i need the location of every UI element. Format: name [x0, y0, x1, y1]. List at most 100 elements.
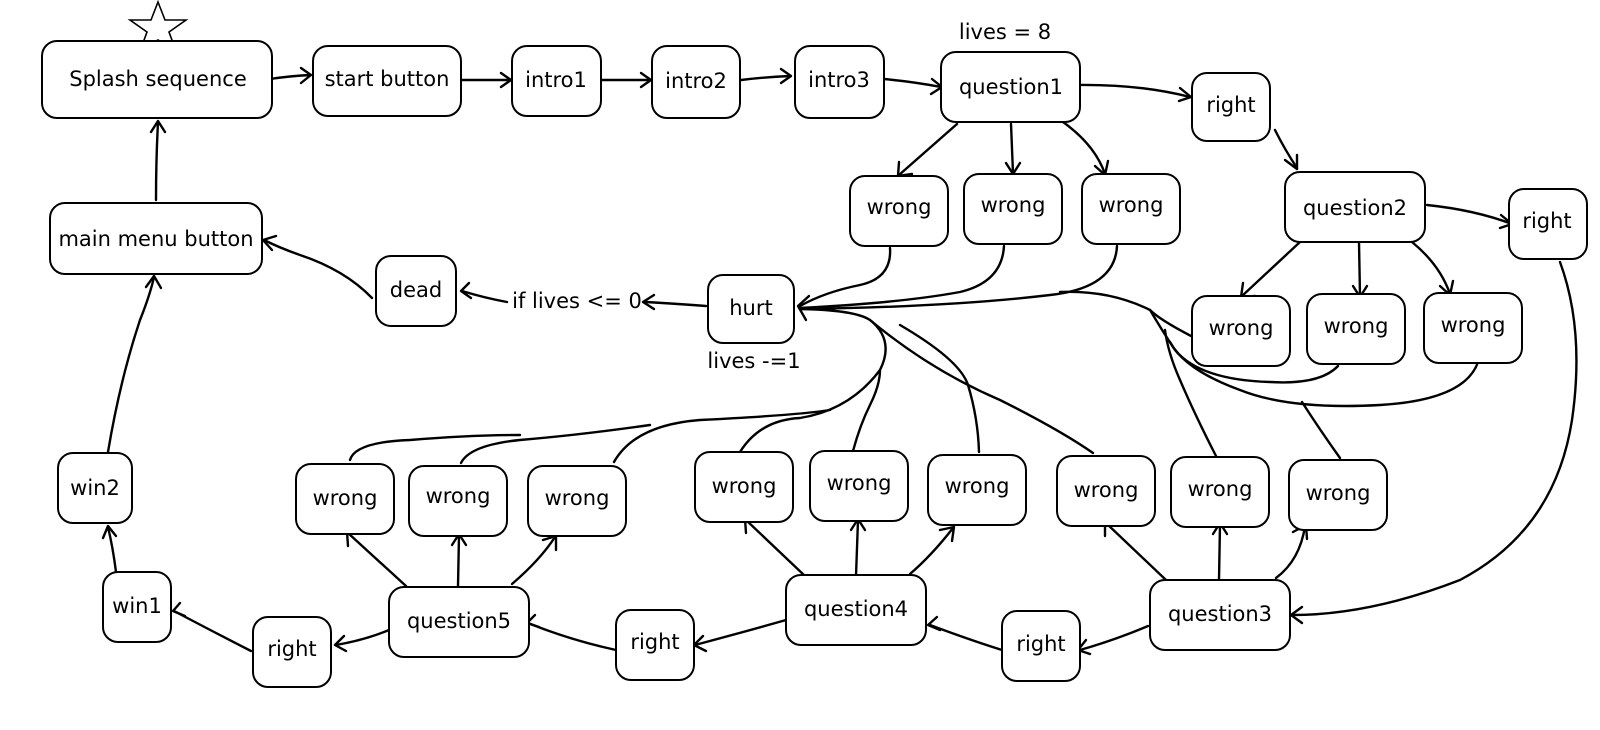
node-label: intro3 [808, 68, 870, 92]
node-label: intro1 [525, 68, 587, 92]
node-right-4[interactable]: right [615, 609, 695, 681]
node-dead[interactable]: dead [375, 255, 457, 327]
node-right-1[interactable]: right [1191, 72, 1271, 142]
edge-dead-mainmenu [262, 238, 374, 300]
node-q3-wrong-c[interactable]: wrong [1288, 459, 1388, 531]
node-label: win2 [70, 476, 120, 500]
edge-win2-mainmenu [106, 275, 156, 454]
node-q2-wrong-b[interactable]: wrong [1306, 293, 1406, 365]
edge-question1-wrong-a [897, 122, 959, 177]
node-label: right [1206, 93, 1255, 117]
arrowhead [938, 525, 956, 543]
node-label: wrong [1306, 481, 1371, 505]
node-intro1[interactable]: intro1 [511, 45, 602, 117]
node-q5-wrong-a[interactable]: wrong [295, 463, 395, 535]
node-q2-wrong-a[interactable]: wrong [1191, 295, 1291, 367]
node-label: wrong [867, 195, 932, 219]
edge-mainmenu-splash [154, 120, 160, 202]
node-q5-wrong-b[interactable]: wrong [408, 465, 508, 537]
edge-splash-start [268, 73, 312, 81]
node-label: question4 [804, 597, 908, 621]
arrowhead [333, 634, 348, 653]
edge-wrong-to-hurt [459, 423, 652, 465]
node-label: question3 [1168, 602, 1272, 626]
node-splash-sequence[interactable]: Splash sequence [41, 40, 273, 119]
edge-wrong-to-hurt [612, 408, 832, 464]
node-label: Splash sequence [69, 67, 247, 91]
arrowhead [144, 274, 163, 290]
node-q5-wrong-c[interactable]: wrong [527, 465, 627, 537]
node-label: wrong [1441, 313, 1506, 337]
node-question5[interactable]: question5 [388, 586, 530, 658]
node-label: wrong [313, 486, 378, 510]
edge-wrong-to-hurt [1300, 400, 1342, 460]
edge-question3-right [1078, 624, 1150, 652]
edge-wrong-to-hurt [1168, 340, 1480, 408]
node-q4-wrong-b[interactable]: wrong [809, 450, 909, 522]
arrowhead [149, 119, 167, 134]
node-label: wrong [1209, 316, 1274, 340]
node-right-2[interactable]: right [1508, 188, 1588, 260]
node-label: wrong [1074, 478, 1139, 502]
edge-question5-wrong-b [456, 533, 461, 588]
node-right-5[interactable]: right [252, 616, 332, 688]
edge-right-question5 [526, 621, 618, 652]
node-main-menu-button[interactable]: main menu button [49, 202, 263, 275]
edge-question2-wrong-b [1357, 240, 1362, 298]
node-q3-wrong-b[interactable]: wrong [1170, 456, 1270, 528]
arrowhead [779, 67, 793, 85]
node-intro3[interactable]: intro3 [794, 45, 885, 119]
node-hurt[interactable]: hurt [707, 274, 795, 344]
edge-question5-right [334, 628, 391, 647]
node-label: wrong [945, 474, 1010, 498]
node-q4-wrong-a[interactable]: wrong [694, 451, 794, 523]
edge-right-question4 [928, 623, 1004, 652]
node-label: wrong [827, 471, 892, 495]
edge-wrong-to-hurt [1058, 290, 1195, 339]
arrowhead [101, 524, 118, 540]
node-win1[interactable]: win1 [102, 571, 172, 643]
node-question2[interactable]: question2 [1284, 171, 1426, 243]
node-label: question5 [407, 609, 511, 633]
edge-question3-wrong-a [1104, 521, 1168, 582]
node-label: right [630, 630, 679, 654]
edge-hurt-condition [644, 300, 708, 308]
node-label: right [267, 637, 316, 661]
edge-intro2-intro3 [739, 74, 792, 82]
node-label: intro2 [665, 69, 727, 93]
node-label: right [1016, 632, 1065, 656]
node-q2-wrong-c[interactable]: wrong [1423, 292, 1523, 364]
node-q4-wrong-c[interactable]: wrong [927, 454, 1027, 526]
edge-intro3-question1 [882, 77, 943, 89]
node-q1-wrong-c[interactable]: wrong [1081, 173, 1181, 245]
node-label: question2 [1303, 196, 1407, 220]
edge-question1-right [1073, 83, 1192, 99]
edge-question2-right [1425, 203, 1514, 226]
lives-init-label: lives = 8 [959, 20, 1051, 44]
node-intro2[interactable]: intro2 [651, 45, 741, 119]
edge-question4-wrong-c [908, 526, 955, 576]
node-question1[interactable]: question1 [940, 51, 1081, 123]
edge-question2-wrong-c [1410, 240, 1452, 296]
edge-wrong-to-hurt [798, 246, 892, 308]
node-question3[interactable]: question3 [1149, 579, 1291, 651]
edges [101, 66, 1578, 656]
edge-question4-right [693, 618, 788, 647]
node-label: wrong [545, 486, 610, 510]
node-start-button[interactable]: start button [312, 45, 462, 117]
arrowhead [641, 293, 656, 311]
node-question4[interactable]: question4 [785, 574, 927, 646]
node-q1-wrong-a[interactable]: wrong [849, 175, 949, 247]
node-label: wrong [426, 484, 491, 508]
edge-wrong-to-hurt [348, 433, 522, 462]
edge-question5-wrong-a [346, 531, 408, 588]
node-q1-wrong-b[interactable]: wrong [963, 173, 1063, 245]
node-win2[interactable]: win2 [57, 452, 133, 524]
node-q3-wrong-a[interactable]: wrong [1056, 455, 1156, 527]
nodes: Splash sequence start button intro1 intr… [41, 20, 1588, 688]
node-right-3[interactable]: right [1001, 610, 1081, 682]
edge-wrong-to-hurt [1163, 328, 1218, 458]
dead-condition-label: if lives <= 0 [512, 289, 642, 313]
edge-win1-win2 [106, 525, 118, 574]
